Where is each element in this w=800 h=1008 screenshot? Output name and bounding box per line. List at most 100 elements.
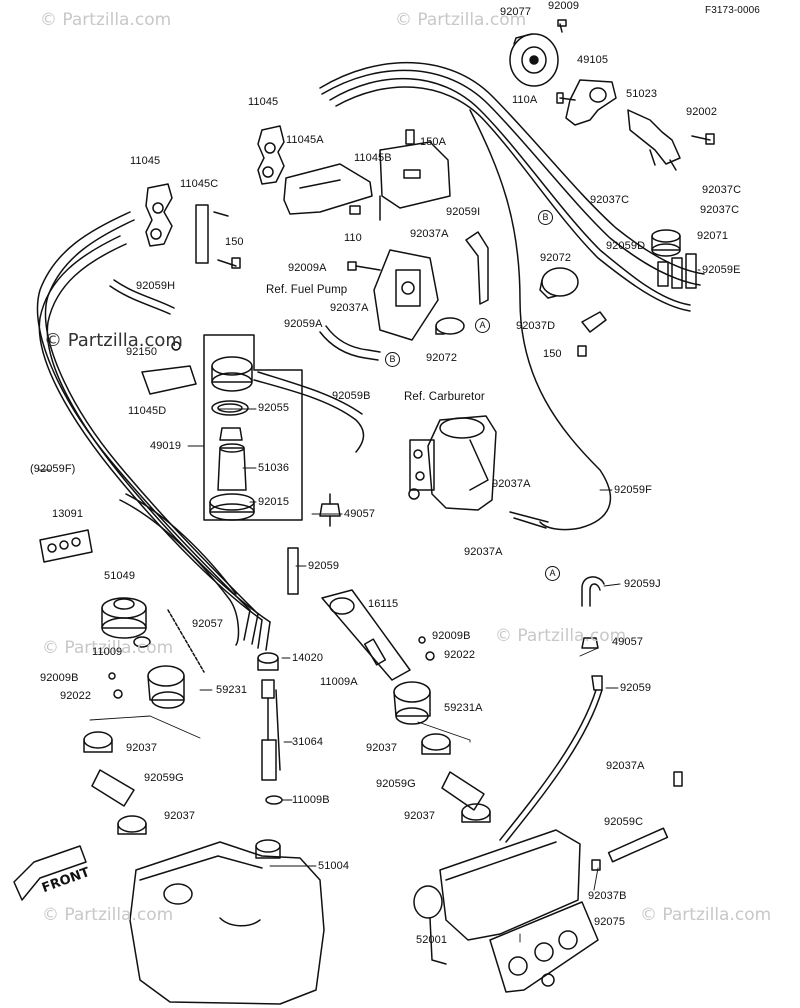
part-label[interactable]: 49105 — [577, 54, 609, 66]
part-label[interactable]: 92037C — [702, 184, 742, 196]
part-label[interactable]: 11045C — [180, 178, 219, 190]
part-label[interactable]: 92037B — [588, 890, 627, 902]
part-label[interactable]: 11045D — [128, 405, 167, 417]
part-label[interactable]: 51036 — [258, 462, 290, 474]
gauge-14020 — [257, 652, 283, 805]
part-label[interactable]: 11045 — [130, 155, 161, 167]
part-label[interactable]: 150 — [225, 236, 244, 248]
part-label[interactable]: 92037A — [464, 546, 503, 558]
hose-92059I — [465, 231, 489, 305]
valve-49057-mid — [319, 493, 341, 527]
watermark: © Partzilla.com — [640, 905, 772, 925]
part-label[interactable]: 92059F — [614, 484, 652, 496]
part-label[interactable]: 13091 — [52, 508, 84, 520]
part-label[interactable]: 92037A — [330, 302, 369, 314]
part-label[interactable]: 92009A — [288, 262, 327, 274]
part-label[interactable]: 92037 — [126, 742, 158, 754]
part-label[interactable]: 11045B — [354, 152, 392, 164]
part-label[interactable]: 92059J — [624, 578, 661, 590]
part-label[interactable]: 51049 — [104, 570, 136, 582]
part-label[interactable]: 92059H — [136, 280, 176, 292]
part-label[interactable]: 92077 — [500, 6, 532, 18]
part-label[interactable]: 92037C — [590, 194, 630, 206]
part-label[interactable]: 49057 — [612, 636, 644, 648]
part-label[interactable]: 110 — [344, 232, 362, 244]
part-label[interactable]: 11045A — [286, 134, 324, 146]
watermark: © Partzilla.com — [42, 905, 174, 925]
part-label[interactable]: 92150 — [126, 346, 158, 358]
part-label[interactable]: 92059B — [332, 390, 371, 402]
part-label[interactable]: 51004 — [318, 860, 350, 872]
gasket-plate-92075 — [489, 901, 599, 993]
part-label[interactable]: 92059C — [604, 816, 644, 828]
part-label[interactable]: 92015 — [258, 496, 290, 508]
part-label[interactable]: 92059A — [284, 318, 323, 330]
hose-92059-right — [499, 675, 603, 843]
watermark: © Partzilla.com — [44, 330, 183, 351]
part-label[interactable]: 51023 — [626, 88, 658, 100]
ref-marker-a: A — [545, 566, 560, 581]
part-label[interactable]: 92037A — [492, 478, 531, 490]
ref-label: Ref. Fuel Pump — [266, 284, 348, 296]
part-label[interactable]: 92037 — [404, 810, 436, 822]
part-label[interactable]: 49057 — [344, 508, 376, 520]
part-label[interactable]: 92057 — [192, 618, 224, 630]
part-label[interactable]: 92071 — [697, 230, 729, 242]
part-label[interactable]: 14020 — [292, 652, 324, 664]
part-label[interactable]: 92059D — [606, 240, 646, 252]
part-label[interactable]: 92009 — [548, 0, 580, 12]
hose-92059H — [109, 279, 175, 315]
part-label[interactable]: 92022 — [444, 649, 476, 661]
part-label[interactable]: 92059E — [702, 264, 741, 276]
part-label[interactable]: 92009B — [432, 630, 471, 642]
part-label[interactable]: 11009A — [320, 676, 358, 688]
watermark: © Partzilla.com — [395, 10, 527, 30]
part-label[interactable]: 92037A — [606, 760, 645, 772]
part-label[interactable]: 11009 — [92, 646, 123, 658]
part-label[interactable]: 92022 — [60, 690, 92, 702]
watermark: © Partzilla.com — [495, 626, 627, 646]
part-label[interactable]: 11009B — [292, 794, 330, 806]
part-label[interactable]: 92055 — [258, 402, 290, 414]
part-label[interactable]: 150A — [420, 136, 447, 148]
wire-92057 — [167, 609, 205, 673]
fuel-tank-51004 — [129, 839, 325, 1005]
part-label[interactable]: 92059 — [620, 682, 652, 694]
part-label[interactable]: (92059F) — [30, 463, 76, 475]
part-label[interactable]: 59231A — [444, 702, 483, 714]
bracket-11045B — [349, 141, 451, 221]
fitting-92071 — [651, 229, 681, 257]
part-label[interactable]: 92059G — [376, 778, 416, 790]
part-label[interactable]: 110A — [512, 94, 538, 106]
part-label[interactable]: 11045 — [248, 96, 279, 108]
part-label[interactable]: 92037C — [700, 204, 740, 216]
fitting-59231 — [108, 665, 185, 709]
part-label[interactable]: 92059G — [144, 772, 184, 784]
part-label[interactable]: 150 — [543, 348, 562, 360]
part-label[interactable]: 31064 — [292, 736, 324, 748]
part-label[interactable]: 92059I — [446, 206, 481, 218]
part-label[interactable]: 92037D — [516, 320, 556, 332]
part-label[interactable]: 92072 — [426, 352, 458, 364]
carburetor-ref — [408, 415, 549, 529]
hose-92059C — [591, 771, 683, 871]
clamp-11045-top — [257, 125, 285, 185]
part-label[interactable]: 92059 — [308, 560, 340, 572]
part-label[interactable]: 49019 — [150, 440, 182, 452]
hose-clamp-set-left — [83, 731, 147, 835]
front-arrow-icon — [13, 845, 87, 901]
part-label[interactable]: 92009B — [40, 672, 79, 684]
part-label[interactable]: 92037 — [366, 742, 398, 754]
part-label[interactable]: 92037A — [410, 228, 449, 240]
part-label[interactable]: 92002 — [686, 106, 718, 118]
part-label[interactable]: 92037 — [164, 810, 196, 822]
part-label[interactable]: 52001 — [416, 934, 448, 946]
part-label[interactable]: 59231 — [216, 684, 248, 696]
hose-92059-mid — [287, 547, 299, 595]
part-label[interactable]: 92075 — [594, 916, 626, 928]
part-label[interactable]: 16115 — [368, 598, 399, 610]
filter-assembly-49019 — [141, 334, 365, 521]
part-label[interactable]: 92072 — [540, 252, 572, 264]
